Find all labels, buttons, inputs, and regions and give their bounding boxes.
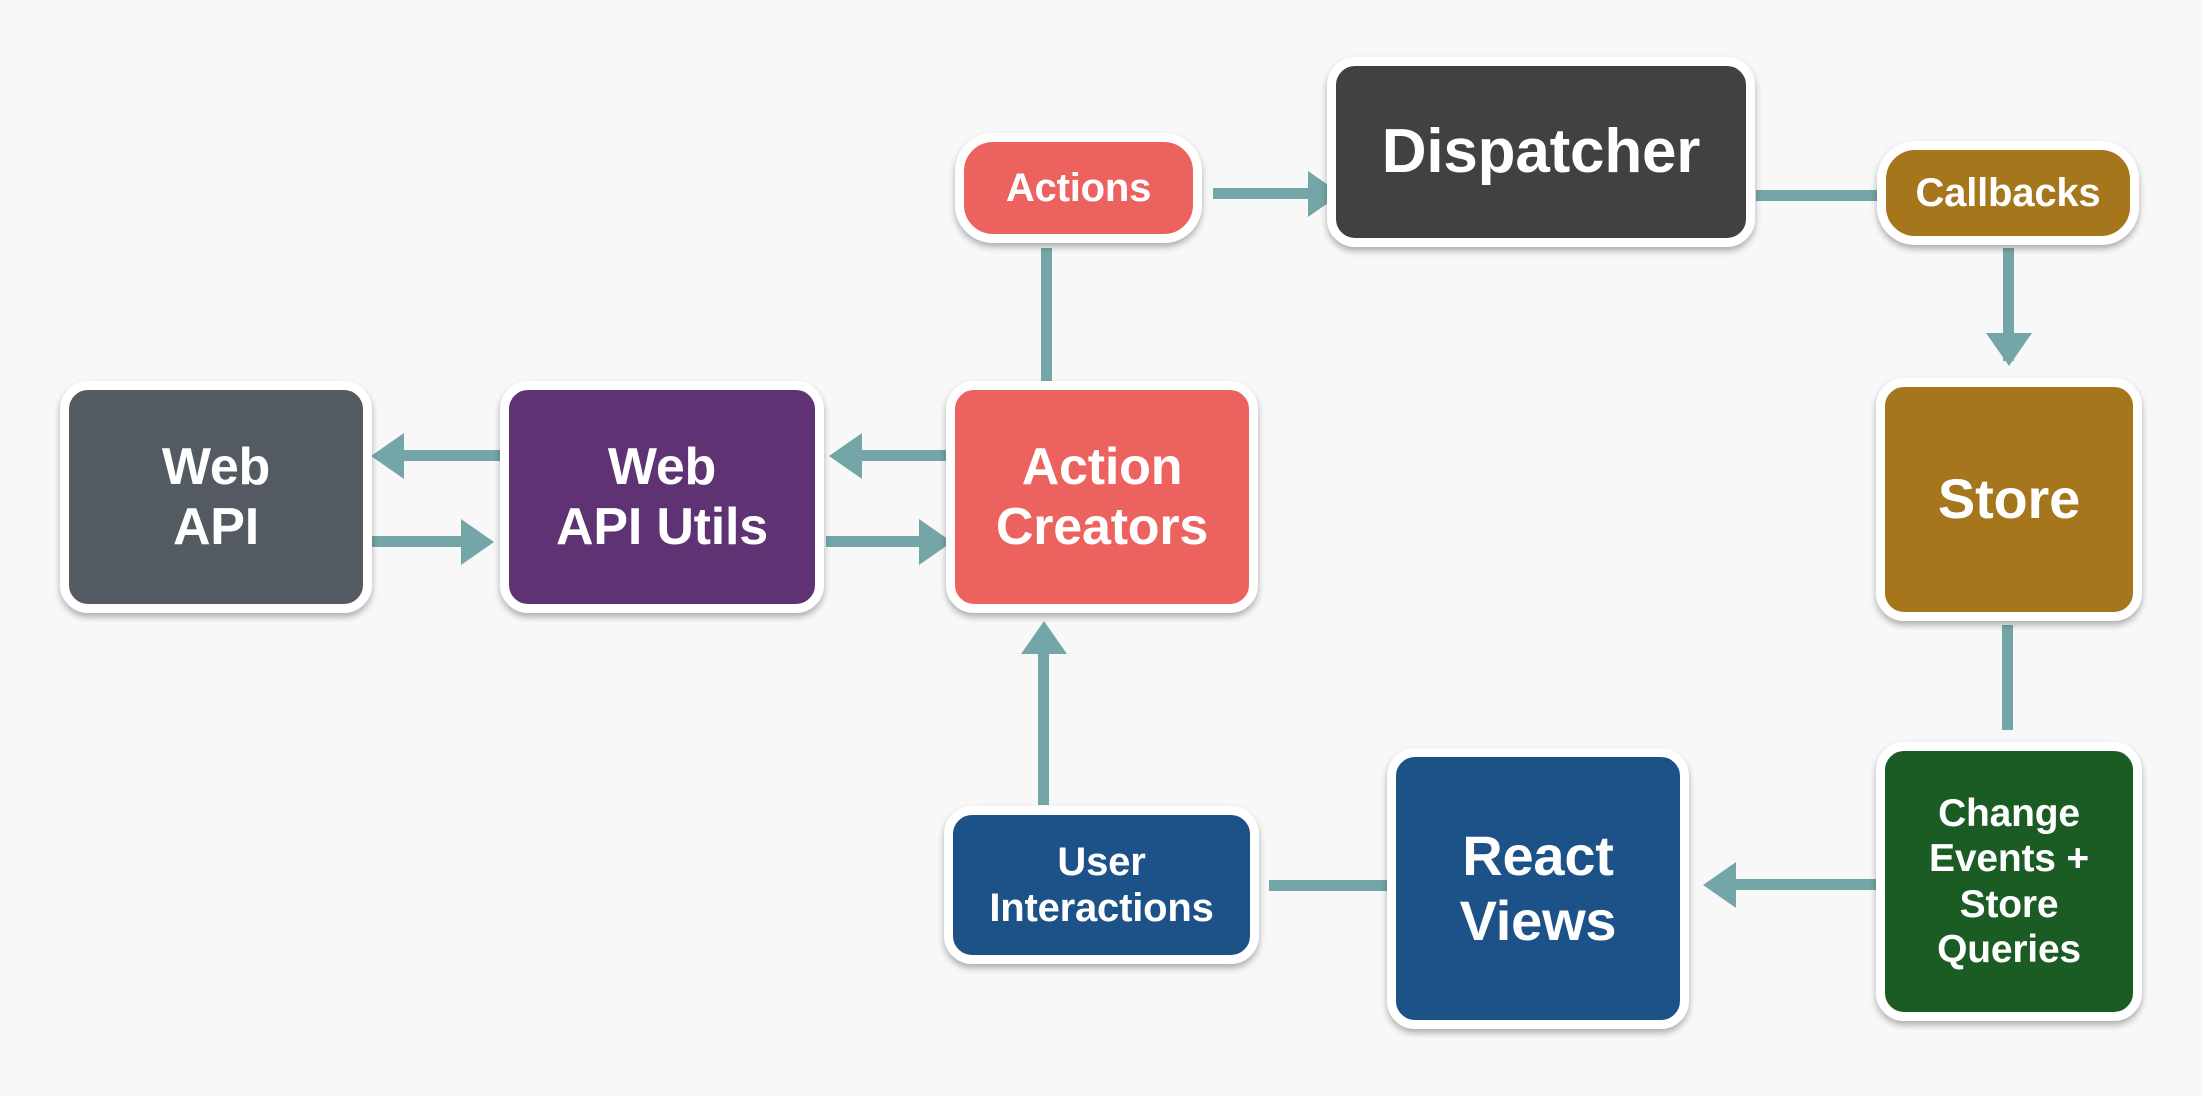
edge-change-events-to-react-views-arrowhead bbox=[1703, 862, 1736, 908]
edge-react-views-to-user-interactions-line bbox=[1269, 880, 1394, 891]
edge-actions-to-dispatcher-line bbox=[1213, 188, 1333, 199]
edge-web-api-to-web-api-utils-arrowhead bbox=[461, 519, 494, 565]
edge-web-api-utils-to-web-api-line bbox=[404, 450, 504, 461]
node-change-events-store-queries[interactable]: Change Events + Store Queries bbox=[1876, 742, 2142, 1021]
node-actions[interactable]: Actions bbox=[955, 133, 1202, 243]
node-dispatcher[interactable]: Dispatcher bbox=[1327, 57, 1755, 247]
edge-action-creators-to-web-api-utils-arrowhead bbox=[829, 433, 862, 479]
node-store-label: Store bbox=[1937, 467, 2081, 531]
edge-action-creators-to-actions-line bbox=[1041, 248, 1052, 388]
edge-callbacks-to-store-line bbox=[2003, 248, 2014, 361]
node-web-api-utils[interactable]: Web API Utils bbox=[500, 381, 824, 613]
node-action-creators-label: Action Creators bbox=[995, 437, 1209, 556]
edge-dispatcher-to-callbacks-line bbox=[1756, 190, 1880, 201]
node-react-views[interactable]: React Views bbox=[1387, 748, 1689, 1029]
node-web-api[interactable]: Web API bbox=[60, 381, 372, 613]
node-user-interactions[interactable]: User Interactions bbox=[944, 806, 1259, 964]
edge-user-interactions-to-action-creators-arrowhead bbox=[1021, 621, 1067, 654]
edge-callbacks-to-store-arrowhead bbox=[1986, 333, 2032, 366]
node-change-events-store-queries-label: Change Events + Store Queries bbox=[1929, 792, 2089, 971]
node-user-interactions-label: User Interactions bbox=[989, 839, 1214, 930]
node-web-api-utils-label: Web API Utils bbox=[555, 437, 768, 556]
edge-action-creators-to-web-api-utils-line bbox=[862, 450, 962, 461]
edge-user-interactions-to-action-creators-line bbox=[1038, 650, 1049, 805]
node-callbacks[interactable]: Callbacks bbox=[1877, 141, 2139, 245]
node-callbacks-label: Callbacks bbox=[1915, 170, 2101, 215]
node-react-views-label: React Views bbox=[1459, 823, 1617, 952]
edge-web-api-utils-to-web-api-arrowhead bbox=[371, 433, 404, 479]
node-actions-label: Actions bbox=[1005, 165, 1152, 210]
node-action-creators[interactable]: Action Creators bbox=[946, 381, 1258, 613]
node-dispatcher-label: Dispatcher bbox=[1381, 117, 1701, 187]
edge-store-to-change-events-line bbox=[2002, 625, 2013, 730]
edge-web-api-utils-to-action-creators-line bbox=[826, 536, 926, 547]
edge-change-events-to-react-views-line bbox=[1727, 879, 1885, 890]
node-store[interactable]: Store bbox=[1876, 378, 2142, 621]
node-web-api-label: Web API bbox=[161, 437, 271, 556]
edge-web-api-to-web-api-utils-line bbox=[368, 536, 468, 547]
